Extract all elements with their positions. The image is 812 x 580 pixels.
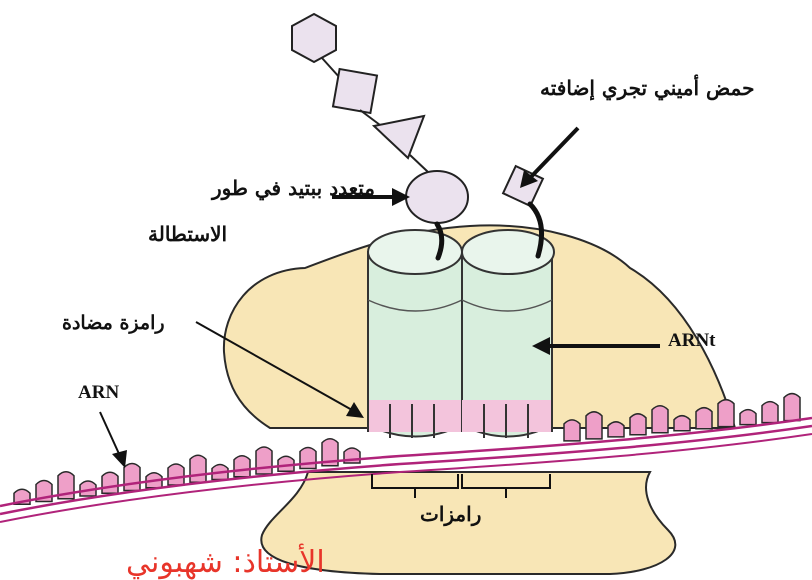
mrna-base (630, 414, 646, 435)
mrna-base (740, 410, 756, 425)
credit-text: الأستاذ: شهبوني (126, 545, 325, 580)
arnt-label: ARNt (668, 330, 716, 352)
mrna-base (234, 456, 250, 477)
trna-left (368, 230, 462, 438)
arn-arrow (100, 412, 120, 456)
mrna-base (586, 412, 602, 439)
mrna-base (256, 447, 272, 474)
mrna-base (564, 420, 580, 441)
amino-acid-arrow (528, 128, 578, 180)
mrna-base (674, 416, 690, 431)
polypeptide-label-line1: متعدد ببتيد في طور (212, 176, 375, 200)
arn-label: ARN (78, 382, 119, 404)
mrna-base (190, 455, 206, 482)
mrna-base (168, 464, 184, 485)
mrna-base (784, 394, 800, 421)
polypeptide-hexagon (292, 14, 336, 62)
mrna-base (762, 402, 778, 423)
codons-label: رامزات (420, 502, 481, 526)
polypeptide-square (333, 69, 377, 113)
polypeptide-circle (406, 171, 468, 223)
polypeptide-label-line2: الاستطالة (148, 222, 227, 246)
mrna-base (696, 408, 712, 429)
mrna-base (300, 448, 316, 469)
mrna-base (608, 422, 624, 437)
polypeptide-triangle (374, 116, 424, 158)
mrna-base (652, 406, 668, 433)
anticodon-label: رامزة مضادة (62, 312, 165, 334)
trna-right (462, 230, 554, 438)
mrna-base (718, 400, 734, 427)
amino-acid-label: حمض أميني تجري إضافته (540, 76, 754, 100)
mrna-base (124, 464, 140, 491)
mrna-base (102, 472, 118, 493)
